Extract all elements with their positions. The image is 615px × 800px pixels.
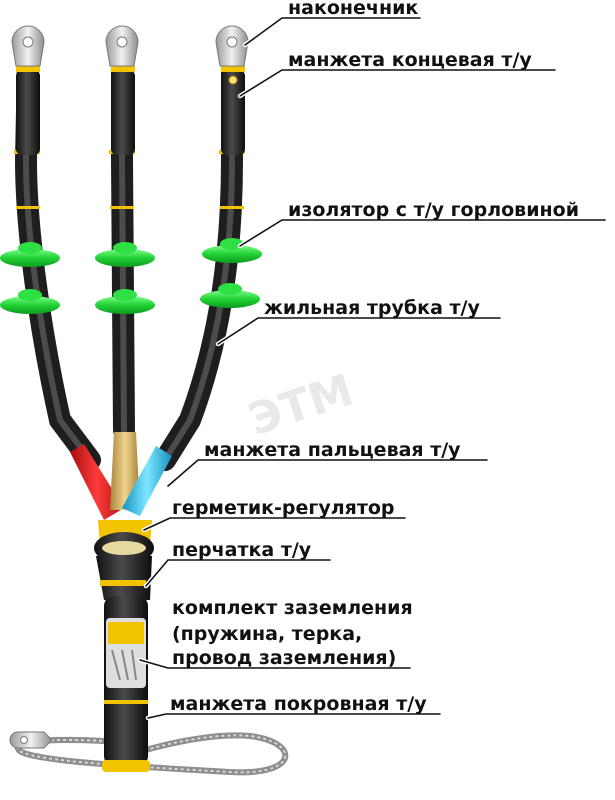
labels: наконечник манжета концевая т/у изолятор… <box>170 0 579 715</box>
cable-lug-icon <box>11 25 249 85</box>
label-glove: перчатка т/у <box>172 539 312 561</box>
core-middle <box>111 49 135 441</box>
finger-cuff-phases <box>70 432 172 520</box>
label-end-cuff: манжета концевая т/у <box>288 49 532 71</box>
grounding-braid <box>9 731 289 776</box>
core-left <box>14 49 101 471</box>
leader-lines <box>137 15 608 721</box>
label-finger-cuff: манжета пальцевая т/у <box>204 439 461 461</box>
grounding-lug-icon <box>9 731 53 749</box>
label-cover-cuff: манжета покровная т/у <box>170 693 427 715</box>
watermark-text: ЭТМ <box>243 365 360 446</box>
label-grounding-line-2: (пружина, терка, <box>172 623 362 645</box>
label-sealant: герметик-регулятор <box>172 497 395 519</box>
end-cuffs <box>16 66 245 155</box>
insulators <box>0 238 262 314</box>
label-core-tube: жильная трубка т/у <box>264 297 480 319</box>
label-insulator: изолятор с т/у горловиной <box>288 199 579 221</box>
label-grounding-line-3: провод заземления) <box>172 647 396 669</box>
breakout-glove <box>94 520 154 600</box>
cable-body <box>102 596 150 772</box>
label-grounding-line-1: комплект заземления <box>172 597 413 619</box>
label-lug: наконечник <box>288 0 418 19</box>
